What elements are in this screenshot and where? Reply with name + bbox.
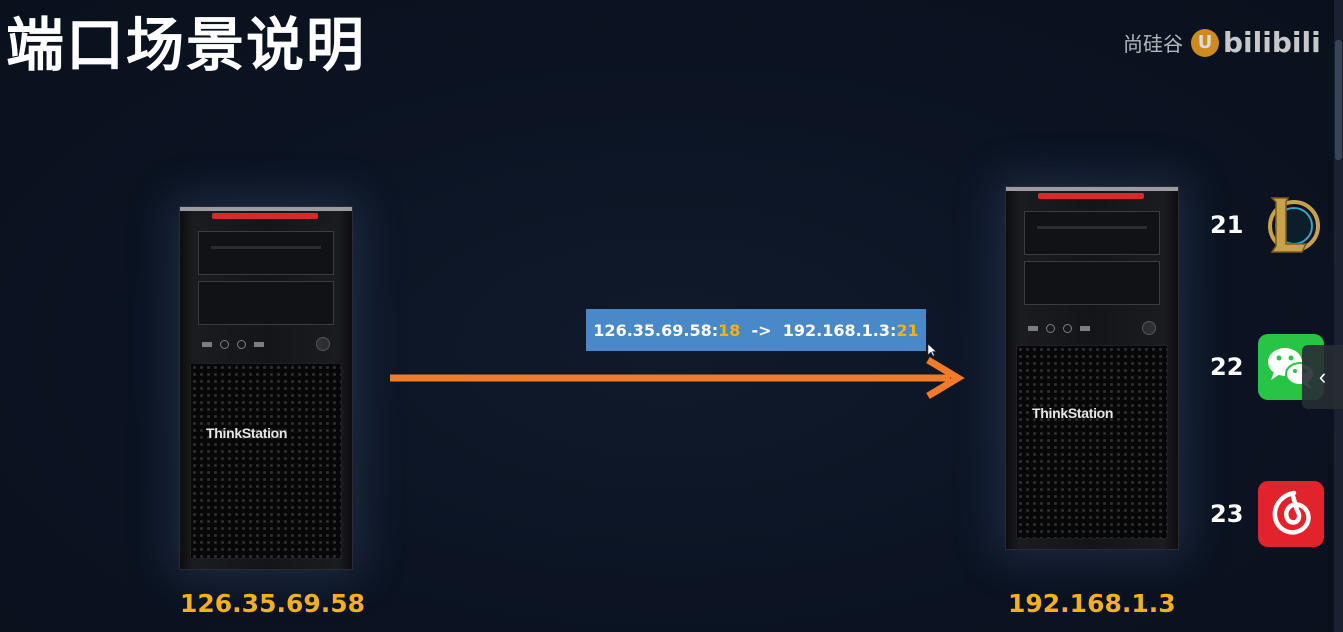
service-port-number: 23 [1210, 500, 1244, 528]
tower-top-edge [180, 207, 352, 211]
watermark-text: 尚硅谷 [1123, 32, 1183, 56]
watermark: 尚硅谷 U bilibili [1123, 26, 1321, 59]
power-button-icon [316, 337, 330, 351]
drive-bay [198, 281, 334, 325]
scrollbar[interactable] [1334, 0, 1343, 632]
bilibili-logo: bilibili [1223, 26, 1321, 59]
audio-jack [237, 339, 246, 349]
service-port-number: 21 [1210, 211, 1244, 239]
tower-red-handle [1038, 193, 1144, 199]
audio-jack [1063, 323, 1072, 333]
port-mapping-label: 126.35.69.58:18 -> 192.168.1.3:21 [586, 309, 926, 351]
power-button-icon [1142, 321, 1156, 335]
service-row-21: 21 [1210, 192, 1324, 258]
usb-port [254, 341, 264, 347]
usb-port [1028, 325, 1038, 331]
optical-drive-bay [198, 231, 334, 275]
usb-port [202, 341, 212, 347]
tower-brand-label: ThinkStation [1032, 405, 1114, 421]
watermark-logo-icon: U [1191, 28, 1219, 57]
mapping-source-port: 18 [718, 320, 741, 340]
drive-slot [1037, 226, 1147, 229]
mapping-dest-ip: 192.168.1.3: [782, 320, 897, 340]
service-row-23: 23 [1210, 481, 1324, 547]
netease-music-icon [1258, 481, 1324, 547]
mapping-arrow-text: -> [740, 320, 783, 340]
tower-red-handle [212, 213, 318, 219]
left-host-ip: 126.35.69.58 [180, 589, 366, 618]
front-mesh [190, 363, 342, 559]
audio-jack [220, 339, 229, 349]
right-host-ip: 192.168.1.3 [1008, 589, 1176, 618]
slide-title: 端口场景说明 [6, 11, 367, 79]
front-mesh [1016, 345, 1168, 539]
drive-bay [1024, 261, 1160, 305]
left-workstation: ThinkStation [179, 206, 353, 570]
collapse-panel-button[interactable]: ‹ [1302, 345, 1343, 409]
front-ports [202, 337, 330, 351]
mapping-dest-port: 21 [896, 320, 919, 340]
league-of-legends-icon [1258, 192, 1324, 258]
usb-port [1080, 325, 1090, 331]
mouse-cursor-icon [927, 343, 937, 357]
drive-slot [211, 246, 321, 249]
mapping-source-ip: 126.35.69.58: [593, 320, 719, 340]
tower-brand-label: ThinkStation [206, 425, 288, 441]
service-port-number: 22 [1210, 353, 1244, 381]
tower-top-edge [1006, 187, 1178, 191]
forward-arrow-icon [390, 356, 965, 400]
front-ports [1028, 321, 1156, 335]
audio-jack [1046, 323, 1055, 333]
optical-drive-bay [1024, 211, 1160, 255]
right-workstation: ThinkStation [1005, 186, 1179, 550]
scrollbar-thumb[interactable] [1335, 40, 1342, 160]
